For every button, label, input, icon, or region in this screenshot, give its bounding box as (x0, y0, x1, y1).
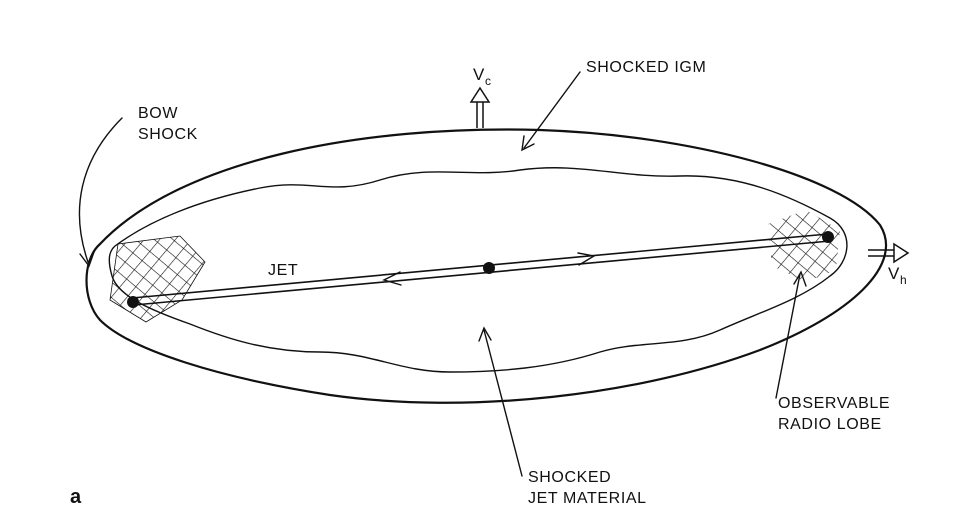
bow-shock-outline (85, 128, 887, 404)
jet-line-upper (131, 233, 829, 299)
cocoon-contact-surface (108, 167, 848, 373)
vc-label-main: V (473, 65, 485, 84)
bow-shock-label-line1: BOW (138, 105, 178, 122)
right-hotspot-dot (822, 231, 834, 243)
vc-label-sub: c (485, 74, 492, 88)
leader-bow-shock (78, 117, 123, 263)
jet-label: JET (268, 262, 298, 279)
leader-radio-lobe-arrowhead (793, 270, 807, 287)
jet-material-label-line2: JET MATERIAL (528, 490, 647, 507)
jet-line-lower (133, 240, 831, 306)
vc-label: Vc (473, 65, 492, 88)
vh-label-sub: h (900, 273, 907, 287)
leader-jet-material-arrowhead (478, 326, 492, 342)
leader-shocked-igm (523, 71, 581, 149)
jet-material-label-line1: SHOCKED (528, 469, 611, 486)
jet-arrow-right (577, 252, 596, 266)
leader-shocked-igm-arrowhead (521, 135, 535, 152)
radio-lobe-label-line1: OBSERVABLE (778, 395, 890, 412)
jet-arrow-left (382, 271, 402, 286)
leader-bow-shock-arrowhead (79, 251, 95, 268)
right-radio-lobe-hatch (768, 210, 840, 282)
core-dot (483, 262, 495, 274)
leader-radio-lobe (775, 273, 801, 399)
leader-jet-material (483, 329, 523, 477)
left-hotspot-dot (127, 296, 139, 308)
shocked-igm-label: SHOCKED IGM (586, 59, 706, 76)
panel-label: a (70, 486, 82, 508)
vc-arrow (469, 86, 491, 128)
vh-label: Vh (888, 264, 907, 287)
vh-arrow (868, 242, 910, 264)
vh-label-main: V (888, 264, 900, 283)
left-radio-lobe-hatch (110, 236, 205, 322)
bow-shock-label-line2: SHOCK (138, 126, 198, 143)
radio-lobe-label-line2: RADIO LOBE (778, 416, 882, 433)
